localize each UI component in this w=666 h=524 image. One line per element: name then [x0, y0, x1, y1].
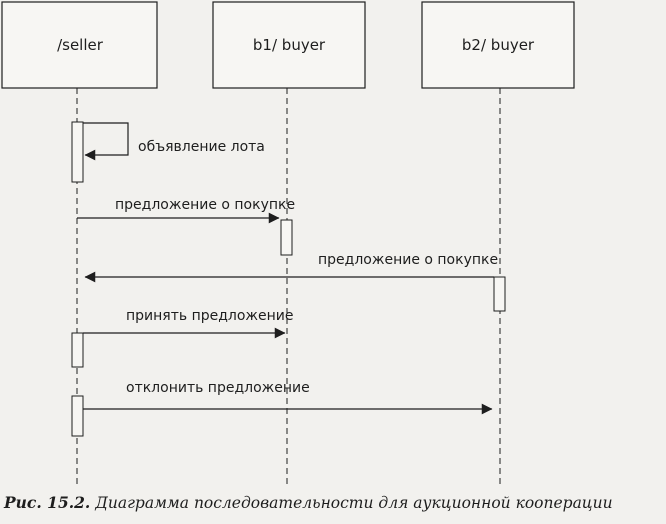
message-label-5: отклонить предложение	[126, 380, 310, 396]
message-self-lot-announcement: объявление лота	[83, 122, 265, 161]
message-bid-offer-1: предложение о покупке	[77, 197, 295, 224]
message-label-4: принять предложение	[126, 308, 294, 324]
message-bid-offer-2: предложение о покупке	[84, 252, 498, 283]
activation-seller-1	[71, 121, 84, 183]
activation-b2-1	[493, 276, 506, 312]
activation-seller-2	[71, 332, 84, 368]
diagram-canvas: /seller b1/ buyer b2/ buyer объявление л…	[1, 1, 575, 488]
message-label-3: предложение о покупке	[318, 252, 498, 268]
object-b2: b2/ buyer	[421, 1, 575, 89]
figure-caption: Рис. 15.2. Диаграмма последовательности …	[4, 493, 664, 512]
object-b2-label: b2/ buyer	[462, 36, 535, 54]
activation-b1-1	[280, 219, 293, 256]
figure-caption-text: Диаграмма последовательности для аукцион…	[95, 494, 613, 512]
message-label-1: объявление лота	[138, 139, 265, 155]
figure-number: Рис. 15.2.	[4, 493, 91, 512]
object-b1: b1/ buyer	[212, 1, 366, 89]
message-accept-offer: принять предложение	[83, 308, 294, 339]
object-b1-label: b1/ buyer	[253, 36, 326, 54]
object-seller: /seller	[1, 1, 158, 89]
message-reject-offer: отклонить предложение	[83, 380, 493, 415]
activation-seller-3	[71, 395, 84, 437]
object-seller-label: /seller	[57, 36, 104, 54]
message-label-2: предложение о покупке	[115, 197, 295, 213]
